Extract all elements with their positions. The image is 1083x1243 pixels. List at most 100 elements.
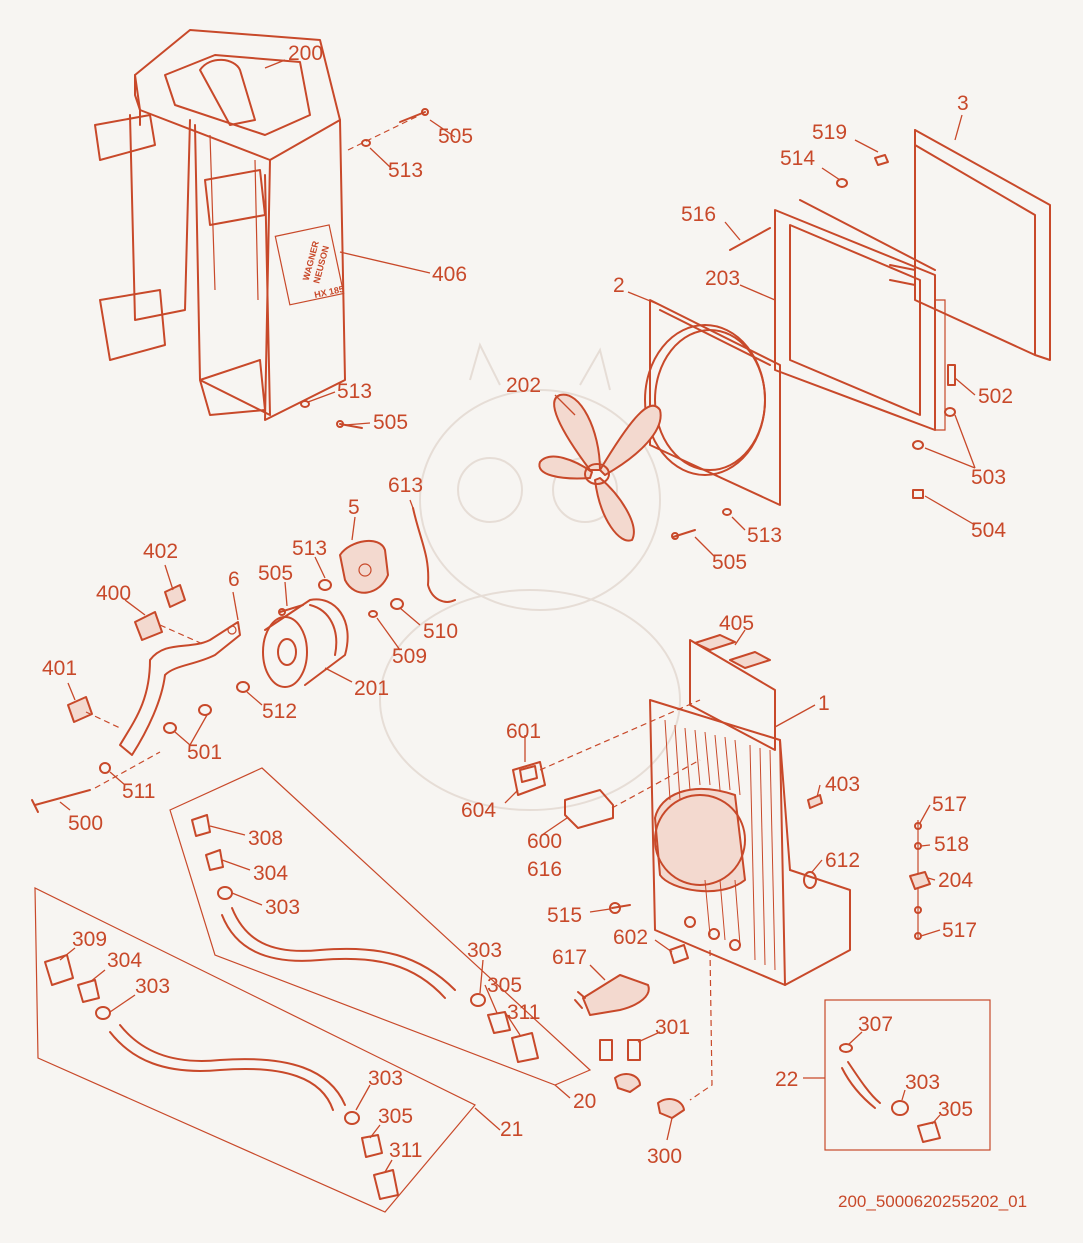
box-600-616 — [564, 789, 614, 829]
callout-406: 406 — [432, 263, 467, 286]
callout-303: 303 — [135, 975, 170, 998]
callout-401: 401 — [42, 657, 77, 680]
callout-307: 307 — [858, 1013, 893, 1036]
callout-5: 5 — [348, 496, 360, 519]
callout-403: 403 — [825, 773, 860, 796]
callout-613: 613 — [388, 474, 423, 497]
kit-21 — [34, 887, 476, 1213]
callout-300: 300 — [647, 1145, 682, 1168]
callout-204: 204 — [938, 869, 973, 892]
callout-505: 505 — [712, 551, 747, 574]
callout-304: 304 — [107, 949, 142, 972]
callout-513: 513 — [292, 537, 327, 560]
callout-labels: 200 505 513 406 513 505 3 519 514 516 20… — [42, 42, 1013, 1168]
bolt-515 — [609, 902, 631, 914]
callout-504: 504 — [971, 519, 1006, 542]
callout-405: 405 — [719, 612, 754, 635]
callout-501: 501 — [187, 741, 222, 764]
callout-303: 303 — [368, 1067, 403, 1090]
housing-grille — [664, 719, 776, 971]
assembly-line-switch — [539, 699, 701, 771]
callout-505: 505 — [438, 125, 473, 148]
bolt-519 — [874, 154, 889, 166]
nut-504 — [912, 489, 924, 499]
callout-503: 503 — [971, 466, 1006, 489]
callout-200: 200 — [288, 42, 323, 65]
callout-516: 516 — [681, 203, 716, 226]
callout-517: 517 — [932, 793, 967, 816]
callout-303: 303 — [265, 896, 300, 919]
screw-505c — [671, 529, 696, 540]
callout-402: 402 — [143, 540, 178, 563]
housing-1 — [649, 639, 851, 986]
washer-514 — [836, 178, 848, 188]
callout-201: 201 — [354, 677, 389, 700]
callout-518: 518 — [934, 833, 969, 856]
callout-311: 311 — [507, 1001, 540, 1024]
callout-600: 600 — [527, 830, 562, 853]
drawing-id: 200_5000620255202_01 — [838, 1192, 1027, 1211]
callout-311: 311 — [389, 1139, 422, 1162]
callout-612: 612 — [825, 849, 860, 872]
callout-604: 604 — [461, 799, 496, 822]
callout-309: 309 — [72, 928, 107, 951]
callout-510: 510 — [423, 620, 458, 643]
frame-200: WAGNER NEUSON HX 185 — [94, 29, 346, 421]
callout-505: 505 — [258, 562, 293, 585]
shroud-2 — [644, 299, 781, 506]
callout-202: 202 — [506, 374, 541, 397]
fan-202 — [538, 393, 662, 542]
kit-20 — [169, 767, 592, 1086]
callout-305: 305 — [938, 1098, 973, 1121]
callout-519: 519 — [812, 121, 847, 144]
callout-6: 6 — [228, 568, 240, 591]
ring-612 — [803, 871, 817, 889]
callout-502: 502 — [978, 385, 1013, 408]
callout-513: 513 — [747, 524, 782, 547]
callout-602: 602 — [613, 926, 648, 949]
fitting-602 — [669, 944, 689, 964]
callout-505: 505 — [373, 411, 408, 434]
callout-617: 617 — [552, 946, 587, 969]
washers-503 — [912, 407, 956, 450]
callout-513: 513 — [388, 159, 423, 182]
callout-305: 305 — [378, 1105, 413, 1128]
callout-509: 509 — [392, 645, 427, 668]
wire-613 — [412, 507, 456, 603]
callout-1: 1 — [818, 692, 830, 715]
bracket-6 — [119, 621, 241, 756]
small-fasteners-middle — [31, 579, 404, 813]
callout-301: 301 — [655, 1016, 690, 1039]
callout-303: 303 — [467, 939, 502, 962]
washer-513c — [722, 508, 732, 516]
callout-22: 22 — [775, 1068, 798, 1091]
callout-400: 400 — [96, 582, 131, 605]
callout-616: 616 — [527, 858, 562, 881]
assembly-line-box — [611, 759, 701, 809]
grille-sheet-3 — [914, 129, 1051, 361]
callout-517: 517 — [942, 919, 977, 942]
callout-305: 305 — [487, 974, 522, 997]
bolt-502 — [947, 364, 956, 386]
callout-512: 512 — [262, 700, 297, 723]
connectors-300-301 — [599, 949, 713, 1119]
rod-516 — [729, 227, 771, 251]
kit-22 — [824, 999, 991, 1151]
fasteners-505-513-upper — [300, 108, 429, 429]
cover-5 — [339, 539, 389, 594]
callout-303: 303 — [905, 1071, 940, 1094]
fasteners-517-518-204 — [909, 820, 931, 940]
tags-400-401-402 — [67, 584, 206, 729]
callout-21: 21 — [500, 1118, 523, 1141]
switch-601-604 — [512, 761, 546, 796]
labels-405 — [694, 634, 771, 669]
callout-20: 20 — [573, 1090, 596, 1113]
callout-203: 203 — [705, 267, 740, 290]
callout-514: 514 — [780, 147, 815, 170]
background-watermark — [379, 342, 681, 811]
logo-model: HX 185 — [313, 284, 344, 300]
callout-511: 511 — [122, 780, 155, 803]
leader-lines — [59, 59, 976, 1173]
callout-3: 3 — [957, 92, 969, 115]
